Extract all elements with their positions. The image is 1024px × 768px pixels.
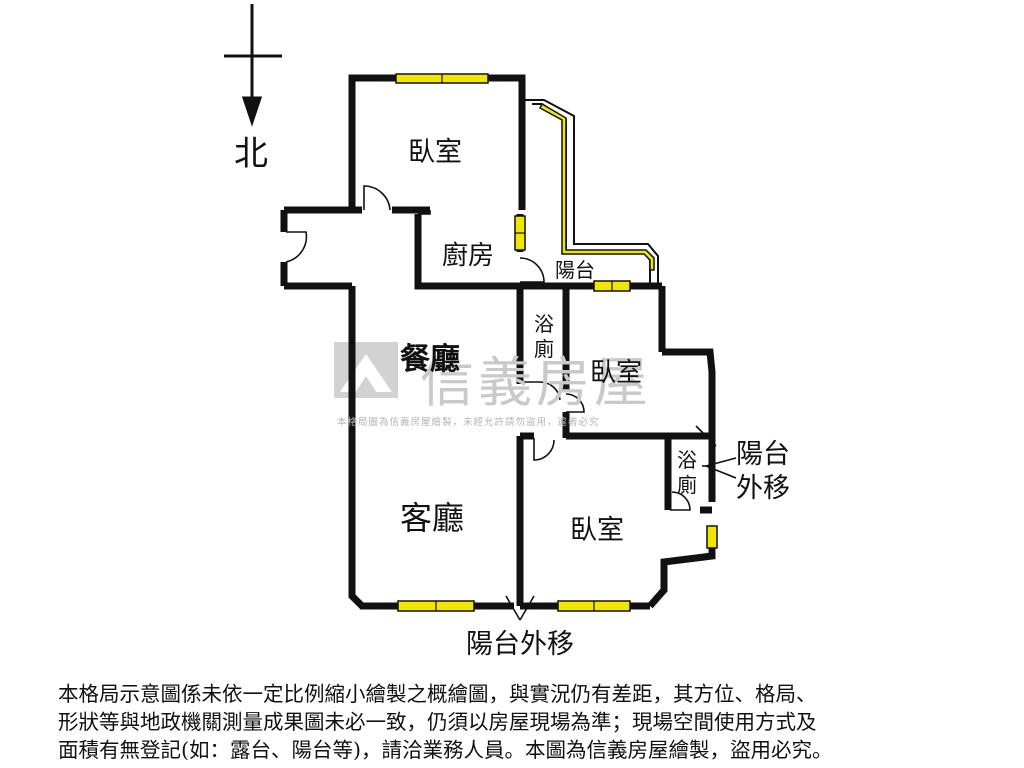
watermark-note: 本格局圖為信義房屋繪製，未經允許請勿盜用，違者必究	[337, 417, 600, 428]
room-label-living: 客廳	[400, 499, 465, 537]
disclaimer-line-1: 本格局示意圖係未依一定比例縮小繪製之概繪圖，與實況仍有差距，其方位、格局、	[58, 682, 817, 706]
room-label-bath-center: 浴廁	[534, 312, 554, 361]
disclaimer-line-3: 面積有無登記(如：露台、陽台等)，請洽業務人員。本圖為信義房屋繪製，盜用必究。	[58, 738, 833, 762]
room-label-bath-right: 浴廁	[677, 448, 697, 497]
disclaimer-text: 本格局示意圖係未依一定比例縮小繪製之概繪圖，與實況仍有差距，其方位、格局、 形狀…	[58, 680, 988, 764]
annotation-leaders	[505, 425, 737, 621]
watermark-brand: 信義房屋	[420, 351, 652, 414]
annotation-balcony-out-bottom: 陽台外移	[466, 629, 574, 660]
disclaimer-line-2: 形狀等與地政機關測量成果圖未必一致，仍須以房屋現場為準；現場空間使用方式及	[58, 710, 817, 734]
room-label-balcony: 陽台	[555, 258, 595, 282]
north-label: 北	[234, 134, 268, 174]
room-label-bedroom-bottom: 臥室	[570, 515, 624, 546]
door-swings	[285, 185, 691, 511]
room-label-bedroom-top: 臥室	[408, 137, 462, 168]
walls	[280, 74, 716, 610]
annotation-balcony-out-right-line2: 外移	[736, 473, 790, 504]
brand-logo-icon	[334, 342, 398, 398]
room-label-dining: 餐廳	[400, 342, 460, 377]
room-label-kitchen: 廚房	[442, 241, 495, 271]
room-label-bedroom-mid: 臥室	[590, 358, 643, 388]
north-arrow-icon	[224, 4, 282, 127]
annotation-balcony-out-right-line1: 陽台	[736, 439, 790, 470]
